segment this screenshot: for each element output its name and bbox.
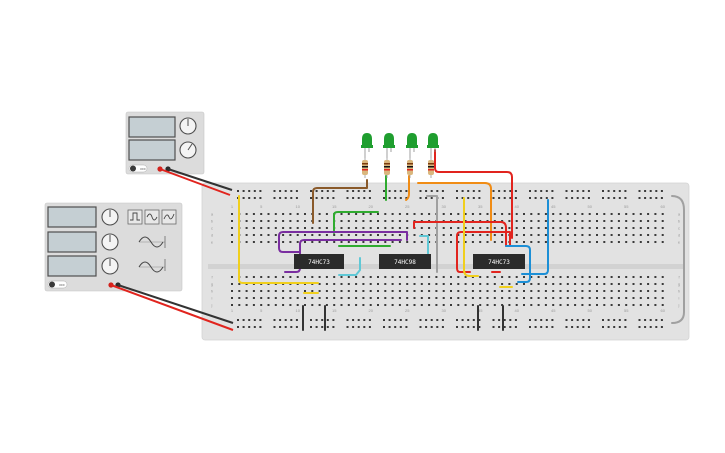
led-3[interactable] — [406, 133, 418, 158]
row-letter: i — [212, 296, 213, 301]
row-letter: d — [211, 233, 213, 238]
column-number: 60 — [660, 204, 665, 209]
row-letter: g — [211, 282, 213, 287]
power-supply[interactable]: OFF — [125, 111, 205, 175]
row-letter: c — [211, 226, 213, 231]
led-1[interactable] — [361, 133, 373, 158]
column-number: 45 — [551, 308, 556, 313]
row-letter: c — [678, 226, 680, 231]
column-number: 15 — [332, 308, 337, 313]
triangle-wave-icon[interactable] — [144, 209, 160, 225]
column-number: 45 — [551, 204, 556, 209]
row-letter: h — [211, 289, 213, 294]
column-number: 50 — [587, 204, 592, 209]
offset-display — [47, 255, 97, 277]
offset-preview-icon — [138, 259, 166, 273]
row-letter: a — [678, 212, 681, 217]
row-letter: j — [678, 303, 680, 308]
column-number: 55 — [624, 308, 629, 313]
wires[interactable] — [238, 149, 685, 331]
waveform-preview-icon — [138, 236, 166, 248]
column-number: 1 — [231, 204, 234, 209]
supply-leads[interactable] — [110, 168, 234, 331]
ic-chip-3[interactable]: 74HC73 — [473, 254, 525, 269]
breadboard[interactable]: 1155101015152020252530303535404045455050… — [201, 182, 690, 341]
column-number: 60 — [660, 308, 665, 313]
row-letter: f — [211, 275, 213, 280]
frequency-display — [47, 206, 97, 228]
chip-label: 74HC73 — [308, 259, 330, 266]
row-letter: f — [678, 275, 680, 280]
led-2[interactable] — [383, 133, 395, 158]
column-number: 15 — [332, 204, 337, 209]
voltage-display — [128, 116, 176, 138]
chip-label: 74HC73 — [488, 259, 510, 266]
breadboard-column-numbers: 1155101015152020252530303535404045455050… — [231, 204, 666, 313]
column-number: 25 — [405, 204, 410, 209]
column-number: 20 — [368, 308, 373, 313]
resistor-4[interactable] — [428, 158, 434, 178]
row-letter: e — [678, 240, 681, 245]
column-number: 40 — [514, 204, 519, 209]
resistor-2[interactable] — [384, 158, 390, 178]
led-4[interactable] — [427, 133, 439, 158]
function-generator[interactable]: OFF — [44, 202, 183, 292]
column-number: 5 — [260, 308, 263, 313]
row-letter: a — [211, 212, 214, 217]
amplitude-display — [47, 231, 97, 253]
power-switch-label: OFF — [140, 167, 146, 171]
row-letter: b — [678, 219, 681, 224]
column-number: 20 — [368, 204, 373, 209]
resistor-3[interactable] — [407, 158, 413, 178]
generator-switch-label: OFF — [59, 283, 65, 287]
ic-chip-1[interactable]: 74HC73 — [294, 254, 344, 269]
row-letter: d — [678, 233, 680, 238]
chip-label: 74HC98 — [394, 259, 416, 266]
column-number: 10 — [295, 204, 300, 209]
column-number: 55 — [624, 204, 629, 209]
column-number: 5 — [260, 204, 263, 209]
row-letter: g — [678, 282, 680, 287]
current-display — [128, 139, 176, 161]
row-letter: j — [211, 303, 213, 308]
sine-wave-icon[interactable] — [161, 209, 177, 225]
column-number: 40 — [514, 308, 519, 313]
ic-chip-2[interactable]: 74HC98 — [379, 254, 431, 269]
column-number: 10 — [295, 308, 300, 313]
column-number: 30 — [441, 204, 446, 209]
column-number: 50 — [587, 308, 592, 313]
column-number: 25 — [405, 308, 410, 313]
column-number: 30 — [441, 308, 446, 313]
row-letter: h — [678, 289, 680, 294]
led-array — [361, 133, 439, 178]
row-letter: i — [679, 296, 680, 301]
row-letter: e — [211, 240, 214, 245]
square-wave-icon[interactable] — [127, 209, 143, 225]
column-number: 35 — [478, 204, 483, 209]
column-number: 1 — [231, 308, 234, 313]
resistor-1[interactable] — [362, 158, 368, 178]
column-number: 35 — [478, 308, 483, 313]
row-letter: b — [211, 219, 214, 224]
